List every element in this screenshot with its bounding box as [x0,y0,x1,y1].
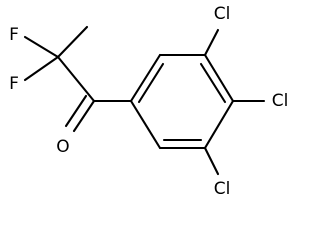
bond-carbonyl-o-1 [72,99,96,133]
ring-bond-4 [203,99,235,150]
atom-labels: F F O Cl Cl Cl [9,4,288,199]
atom-label-f-top: F [9,25,19,45]
bond-cf2-carbonyl [56,55,96,103]
ring-bond-3 [203,53,235,103]
ring-bond-3-inner [199,62,227,104]
ring-bond-1 [129,53,162,103]
ring-bond-1-inner [137,62,165,104]
bond-cf2-f-bottom [23,55,60,82]
bond-cf2-f-top [23,35,60,59]
atom-label-o: O [56,137,69,157]
bond-ring-cl-top [203,28,220,57]
atom-label-cl-top: Cl [214,4,231,24]
atom-label-cl-bottom: Cl [214,179,231,199]
ring-bond-6 [129,99,162,150]
bond-carbonyl-o-2 [64,94,88,128]
atom-label-f-bottom: F [9,74,19,94]
bonds [23,25,266,176]
bond-cf2-methyl [56,25,89,59]
bond-ring-cl-bottom [203,146,220,176]
atom-label-cl-right: Cl [272,91,289,111]
molecule-structure: F F O Cl Cl Cl [9,4,288,199]
